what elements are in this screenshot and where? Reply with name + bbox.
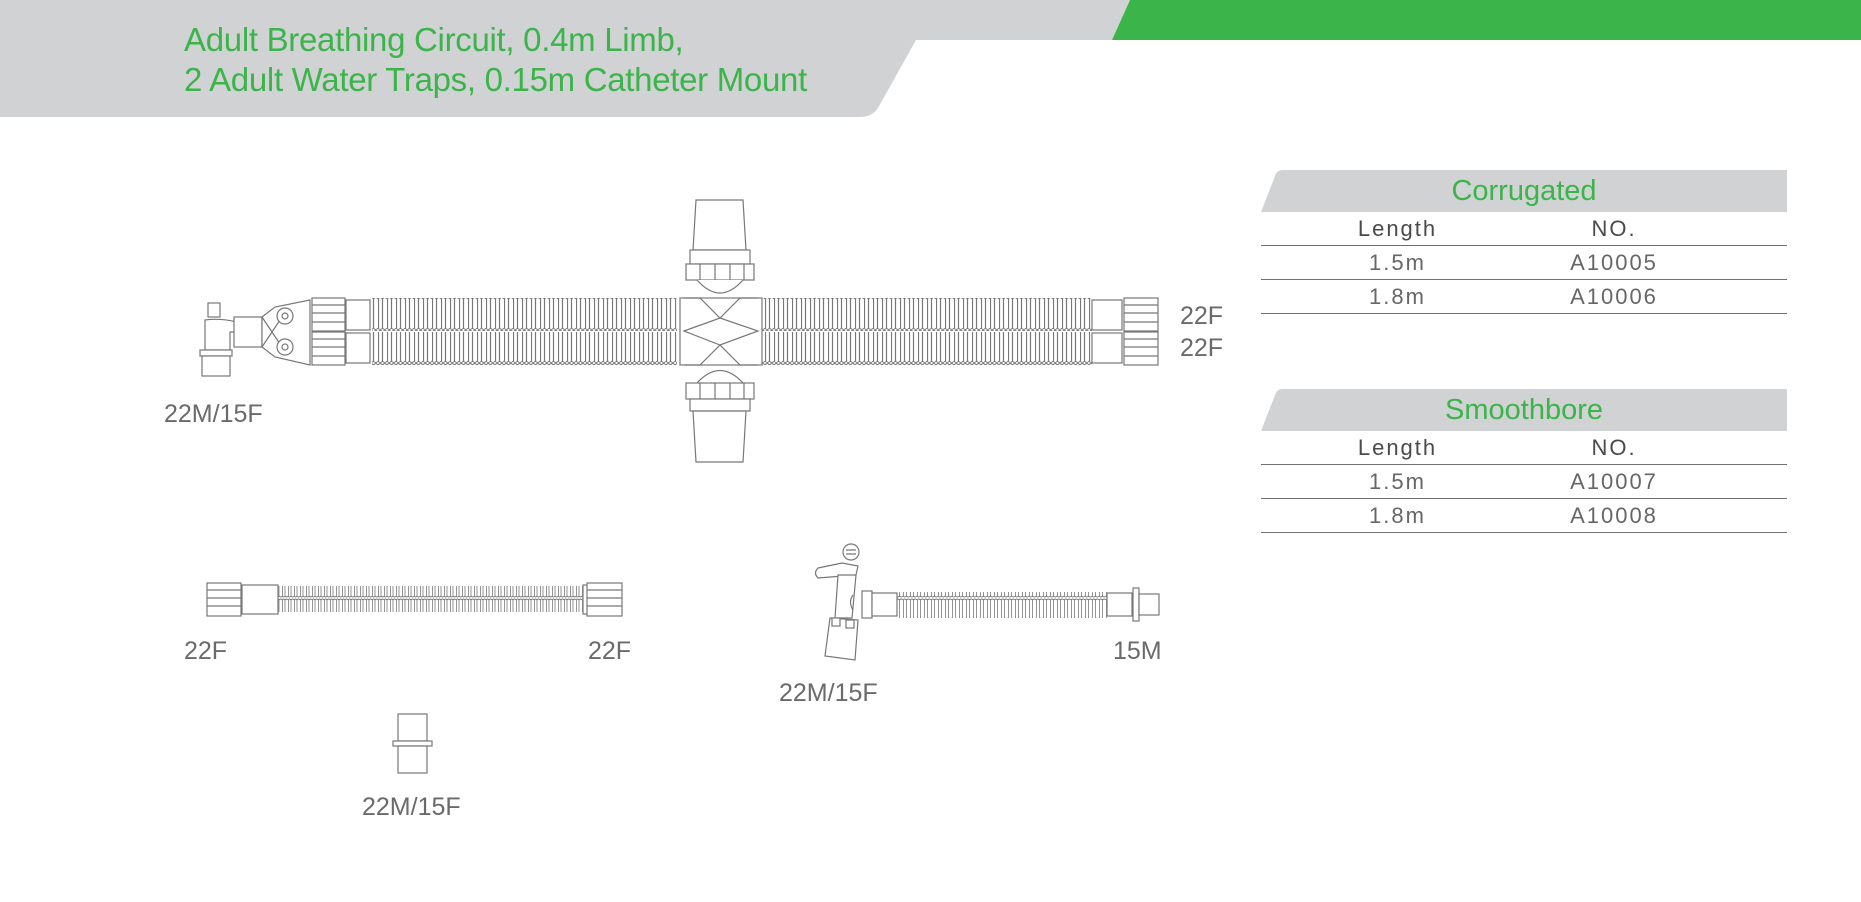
length-cell: 1.8m	[1369, 283, 1426, 309]
length-cell: 1.8m	[1369, 502, 1426, 528]
left-cuff-icon	[311, 297, 371, 366]
extension-tube-icon	[206, 582, 623, 617]
page-title-line1: Adult Breathing Circuit, 0.4m Limb,	[184, 21, 684, 58]
table-row: 1.5m A10007	[1261, 465, 1787, 499]
straight-adapter-icon	[392, 713, 433, 774]
column-header-length: Length	[1357, 434, 1438, 460]
part-number-cell: A10008	[1570, 502, 1658, 528]
header-gray-band	[0, 0, 1130, 117]
corrugated-tube-right-top	[762, 298, 1092, 331]
extension-tube-right-label: 22F	[588, 637, 632, 665]
page-title-line2: 2 Adult Water Traps, 0.15m Catheter Moun…	[184, 61, 807, 98]
length-cell: 1.5m	[1369, 468, 1426, 494]
corrugated-column-headers: Length NO.	[1261, 212, 1787, 246]
header-band	[0, 0, 1861, 117]
corrugated-table: Corrugated Length NO. 1.5m A10005 1.8m A…	[1261, 170, 1787, 314]
column-header-length: Length	[1357, 215, 1438, 241]
corrugated-tube-right-bottom	[762, 332, 1092, 365]
corrugated-tube-left-bottom	[372, 332, 677, 365]
table-row: 1.8m A10008	[1261, 499, 1787, 533]
column-header-no: NO.	[1591, 215, 1637, 241]
table-row: 1.8m A10006	[1261, 280, 1787, 314]
catheter-mount-icon	[814, 543, 1160, 661]
smoothbore-table: Smoothbore Length NO. 1.5m A10007 1.8m A…	[1261, 389, 1787, 533]
part-number-cell: A10005	[1570, 249, 1658, 275]
extension-tube-left-label: 22F	[184, 637, 228, 665]
corrugated-table-header: Corrugated	[1261, 170, 1787, 212]
catheter-mount-right-label: 15M	[1113, 637, 1162, 665]
smoothbore-column-headers: Length NO.	[1261, 431, 1787, 465]
smoothbore-table-header: Smoothbore	[1261, 389, 1787, 431]
part-number-cell: A10006	[1570, 283, 1658, 309]
header-green-bar	[1112, 0, 1861, 40]
right-cuff-icon	[1091, 297, 1159, 366]
part-number-cell: A10007	[1570, 468, 1658, 494]
table-row: 1.5m A10005	[1261, 246, 1787, 280]
main-circuit-left-label: 22M/15F	[164, 400, 263, 428]
product-diagram	[199, 199, 1160, 774]
length-cell: 1.5m	[1369, 249, 1426, 275]
main-circuit-right-label-top: 22F	[1180, 302, 1224, 330]
column-header-no: NO.	[1591, 434, 1637, 460]
corrugated-tube-left-top	[372, 298, 677, 331]
adapter-label: 22M/15F	[362, 793, 461, 821]
main-circuit-right-label-bottom: 22F	[1180, 334, 1224, 362]
elbow-connector-icon	[199, 299, 311, 377]
smoothbore-table-title: Smoothbore	[1445, 394, 1603, 426]
catheter-mount-left-label: 22M/15F	[779, 679, 878, 707]
water-trap-icon	[679, 199, 763, 463]
corrugated-table-title: Corrugated	[1451, 175, 1597, 207]
